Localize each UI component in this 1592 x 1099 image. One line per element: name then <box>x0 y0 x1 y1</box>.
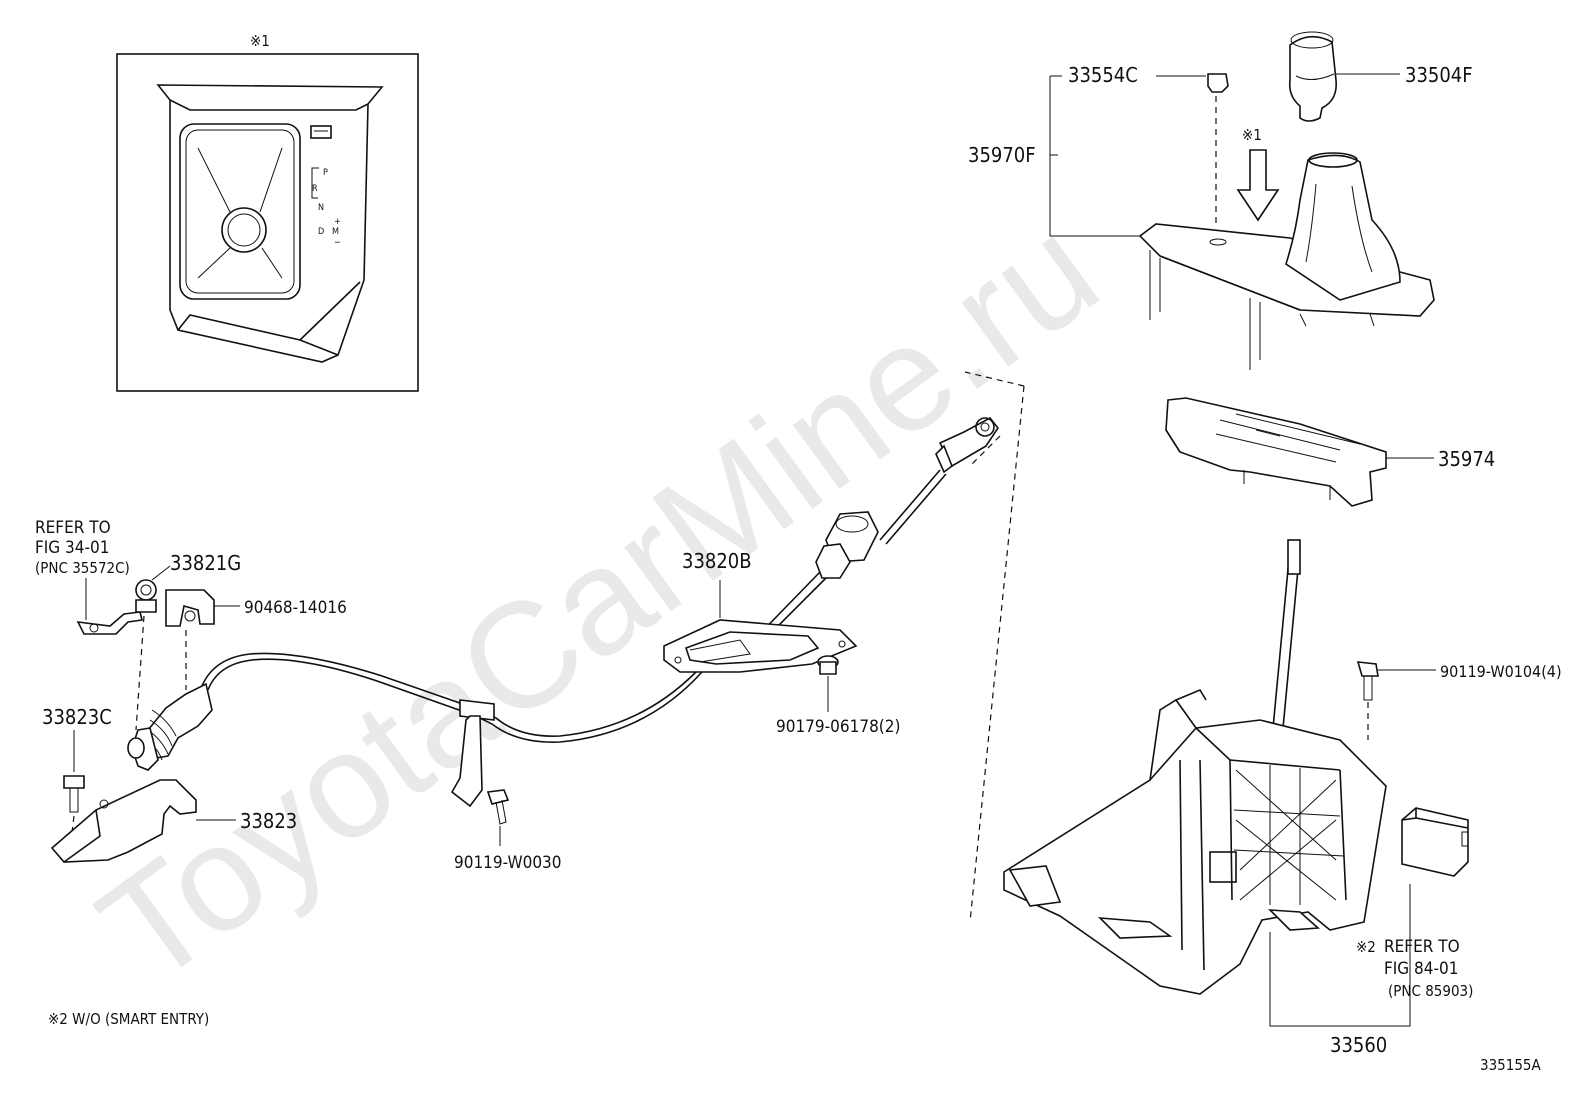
part-33504F: 33504F <box>1405 63 1473 87</box>
arrow-marker: ※1 <box>1242 126 1262 144</box>
shift-knob-part: 33504F <box>1288 31 1473 122</box>
gate-m-label: M <box>332 227 339 237</box>
refer-right-line1: REFER TO <box>1384 937 1460 957</box>
clip-part-90468-14016: 90468-14016 <box>165 589 347 690</box>
gate-n-label: N <box>318 203 324 213</box>
refer-left-line1: REFER TO <box>35 518 111 538</box>
assembly-guide-lines <box>964 371 1025 923</box>
part-35974: 35974 <box>1438 447 1495 471</box>
part-90179-06178: 90179-06178(2) <box>776 717 900 737</box>
part-33820B: 33820B <box>682 549 752 573</box>
part-33554C: 33554C <box>1068 63 1138 87</box>
part-33821G: 33821G <box>170 551 241 575</box>
part-90119-W0030: 90119-W0030 <box>454 853 562 873</box>
gate-p-label: P <box>323 168 328 178</box>
shift-cable-part-33820B: 33820B <box>127 416 999 808</box>
refer-left-line3: (PNC 35572C) <box>35 559 130 577</box>
part-33823C: 33823C <box>42 705 112 729</box>
gate-plus-label: + <box>334 217 341 227</box>
bracket-part-33823: 33823 <box>50 779 297 863</box>
boot-bezel-part-35970F: 35970F ※1 <box>968 76 1435 370</box>
bolt-part-90119-W0030: 90119-W0030 <box>454 789 562 873</box>
part-35970F: 35970F <box>968 143 1036 167</box>
part-90119-W0104: 90119-W0104(4) <box>1440 662 1562 681</box>
refer-right-line3: (PNC 85903) <box>1388 982 1473 1000</box>
gate-indicator: P R N D M + − <box>312 168 341 248</box>
nut-part-90179-06178: 90179-06178(2) <box>776 655 900 737</box>
gate-d-label: D <box>318 227 324 237</box>
indicator-plate-part-35974: 35974 <box>1165 397 1495 507</box>
refer-left-line2: FIG 34-01 <box>35 538 109 558</box>
bolt-part-33823C: 33823C <box>42 705 112 849</box>
refer-right-mark: ※2 <box>1356 938 1376 956</box>
bolt-part-90119-W0104: 90119-W0104(4) <box>1356 661 1562 740</box>
footnote-smart-entry: ※2 W/O (SMART ENTRY) <box>48 1010 209 1028</box>
gate-minus-label: − <box>334 238 341 248</box>
part-33560: 33560 <box>1330 1033 1387 1057</box>
part-90468-14016: 90468-14016 <box>244 598 347 618</box>
inset-marker-label: ※1 <box>250 32 270 50</box>
module-box-refer-85903: ※2 REFER TO FIG 84-01 (PNC 85903) <box>1356 807 1473 1000</box>
figure-code: 335155A <box>1480 1056 1542 1074</box>
shift-lever-housing-part-33560: 33560 <box>1003 539 1411 1057</box>
refer-right-line2: FIG 84-01 <box>1384 959 1458 979</box>
inset-console-panel: ※1 P R N D M + − <box>116 32 419 392</box>
refer-note-left: REFER TO FIG 34-01 (PNC 35572C) <box>35 518 143 635</box>
clip-part-33821G: 33821G <box>135 551 241 731</box>
clip-part-33554C: 33554C <box>1050 63 1229 228</box>
part-33823: 33823 <box>240 809 297 833</box>
gate-r-label: R <box>312 184 318 194</box>
